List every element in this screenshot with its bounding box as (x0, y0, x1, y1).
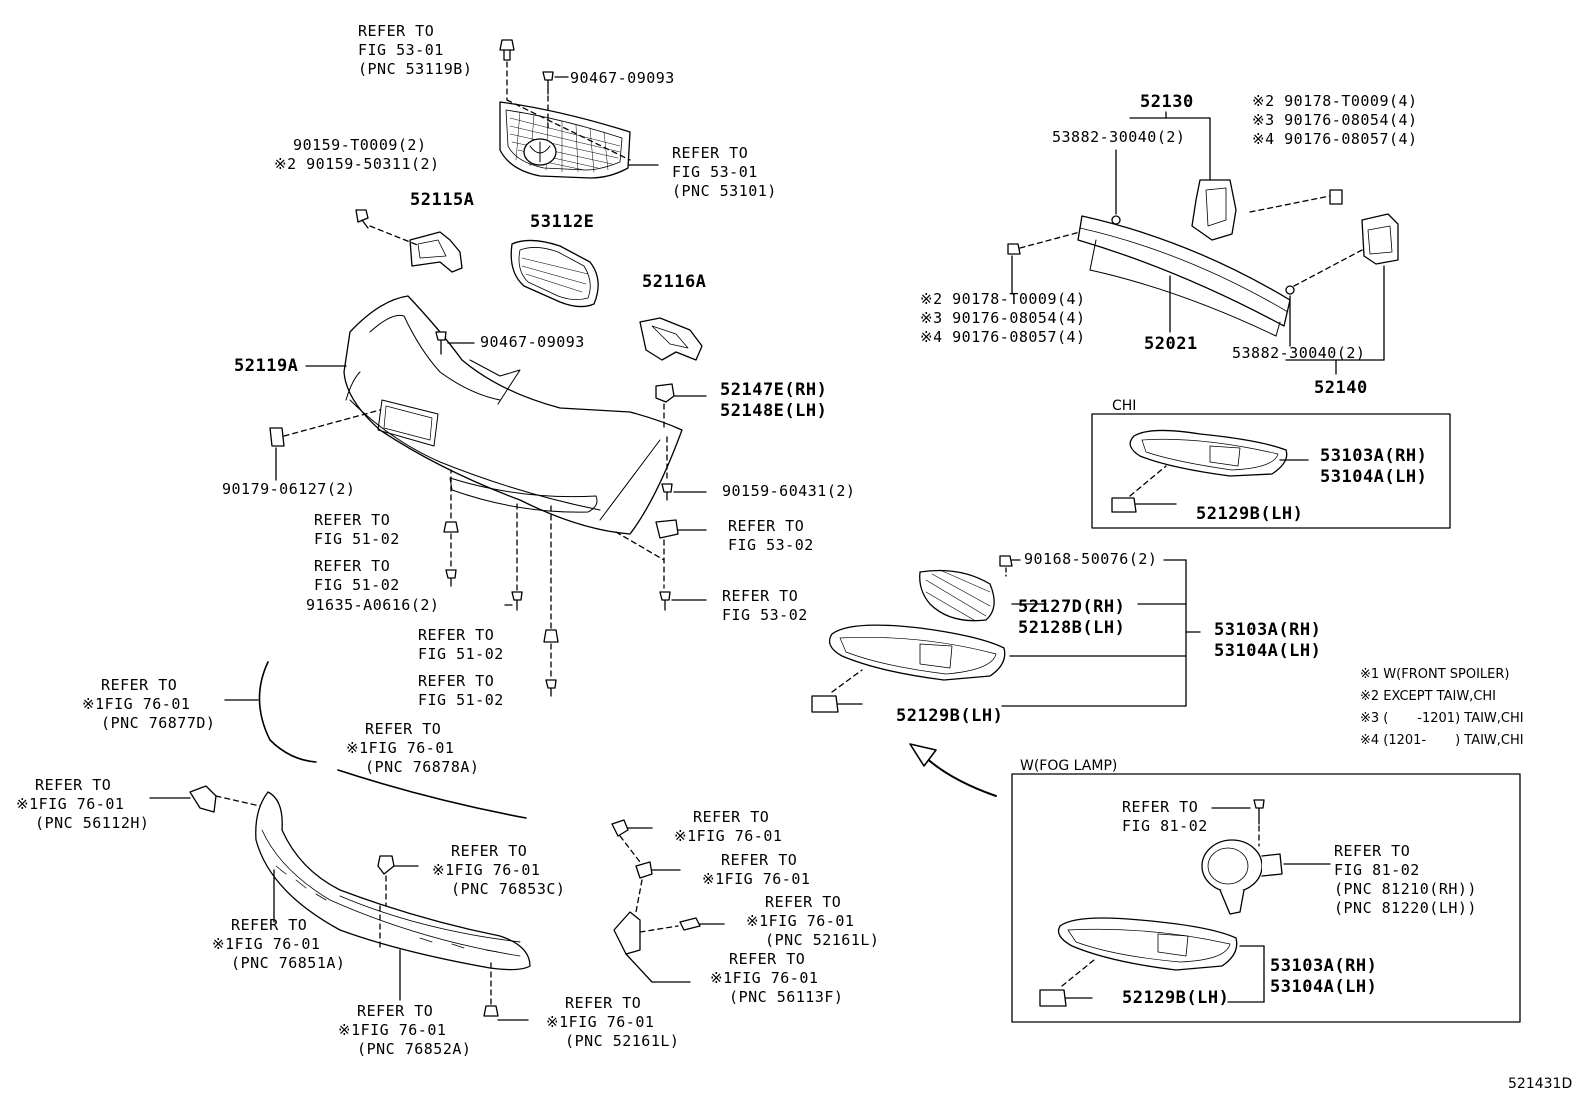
fog-lamp-unit (1201, 839, 1283, 915)
ref-label-51-02-d: REFER TO FIG 51-02 (418, 672, 504, 709)
part-label-notes-top: ※2 90178-T0009(4) ※3 90176-08054(4) ※4 9… (1252, 92, 1418, 148)
bumper-reinforcement-52021 (1077, 215, 1291, 337)
ref-label-51-02-a: REFER TO FIG 51-02 (314, 511, 400, 548)
ref-label-53-02-a: REFER TO FIG 53-02 (728, 517, 814, 554)
ref-label-56113f: REFER TO ※1FIG 76-01 (PNC 56113F) (710, 950, 844, 1006)
front-spoiler-76851a (255, 791, 531, 971)
fog-lamp-cover-mid (828, 624, 1006, 681)
front-bumper-cover-52119a (343, 295, 683, 535)
radiator-grille-illustration (499, 101, 631, 179)
part-label-90168: 90168-50076(2) (1024, 550, 1158, 568)
part-label-90467-mid: 90467-09093 (480, 333, 585, 351)
ref-label-52161l-a: REFER TO ※1FIG 76-01 (PNC 52161L) (546, 994, 680, 1050)
note-3: ※3 ( -1201) TAIW,CHI (1360, 711, 1524, 726)
part-label-52129b-fog: 52129B(LH) (1122, 988, 1230, 1008)
ref-label-76851a: REFER TO ※1FIG 76-01 (PNC 76851A) (212, 916, 346, 972)
fog-lamp-box-label: W(FOG LAMP) (1020, 758, 1118, 774)
fog-lamp-cover-chi (1129, 429, 1288, 477)
part-label-52129b-chi: 52129B(LH) (1196, 504, 1304, 524)
part-label-53103a-chi: 53103A(RH) 53104A(LH) (1320, 446, 1428, 487)
part-label-notes-left: ※2 90178-T0009(4) ※3 90176-08054(4) ※4 9… (920, 290, 1086, 346)
part-label-91635: 91635-A0616(2) (306, 596, 440, 614)
fog-lamp-grille-52127d (919, 569, 995, 622)
ref-label-53101: REFER TO FIG 53-01 (PNC 53101) (672, 144, 777, 200)
ref-label-76877d: REFER TO ※1FIG 76-01 (PNC 76877D) (82, 676, 216, 732)
part-label-52140: 52140 (1314, 378, 1368, 398)
ref-label-76-01-a: REFER TO ※1FIG 76-01 (674, 808, 783, 845)
part-label-52127d: 52127D(RH) 52128B(LH) (1018, 597, 1126, 638)
part-label-52147e: 52147E(RH) 52148E(LH) (720, 380, 828, 421)
part-label-52119a: 52119A (234, 356, 299, 376)
ref-label-76-01-b: REFER TO ※1FIG 76-01 (702, 851, 811, 888)
ref-label-76852a: REFER TO ※1FIG 76-01 (PNC 76852A) (338, 1002, 472, 1058)
part-label-53882-bot: 53882-30040(2) (1232, 344, 1366, 362)
part-label-90159-60431: 90159-60431(2) (722, 482, 856, 500)
note-4: ※4 (1201- ) TAIW,CHI (1360, 733, 1524, 748)
part-label-53112e: 53112E (530, 212, 595, 232)
part-label-52115a: 52115A (410, 190, 475, 210)
chi-box-label: CHI (1112, 398, 1137, 414)
part-label-52129b-mid: 52129B(LH) (896, 706, 1004, 726)
part-label-90179: 90179-06127(2) (222, 480, 356, 498)
part-label-52130: 52130 (1140, 92, 1194, 112)
note-1: ※1 W(FRONT SPOILER) (1360, 667, 1510, 682)
lower-grille-53112e (510, 239, 599, 308)
part-label-52116a: 52116A (642, 272, 707, 292)
ref-label-56112h: REFER TO ※1FIG 76-01 (PNC 56112H) (16, 776, 150, 832)
part-label-90159-pair: 90159-T0009(2) ※2 90159-50311(2) (274, 136, 440, 173)
part-label-90467-top: 90467-09093 (570, 69, 675, 87)
ref-label-81-02-a: REFER TO FIG 81-02 (1122, 798, 1208, 835)
ref-label-53-02-b: REFER TO FIG 53-02 (722, 587, 808, 624)
note-2: ※2 EXCEPT TAIW,CHI (1360, 689, 1497, 704)
ref-label-52161l-b: REFER TO ※1FIG 76-01 (PNC 52161L) (746, 893, 880, 949)
ref-label-53119b: REFER TO FIG 53-01 (PNC 53119B) (358, 22, 473, 78)
part-label-53882-top: 53882-30040(2) (1052, 128, 1186, 146)
part-label-52021: 52021 (1144, 334, 1198, 354)
part-label-53103a-mid: 53103A(RH) 53104A(LH) (1214, 620, 1322, 661)
ref-label-51-02-c: REFER TO FIG 51-02 (418, 626, 504, 663)
ref-label-76878a: REFER TO ※1FIG 76-01 (PNC 76878A) (346, 720, 480, 776)
ref-label-81-02-b: REFER TO FIG 81-02 (PNC 81210(RH)) (PNC … (1334, 842, 1477, 917)
ref-label-76853c: REFER TO ※1FIG 76-01 (PNC 76853C) (432, 842, 566, 898)
fog-lamp-cover-fog (1057, 917, 1238, 971)
part-label-53103a-fog: 53103A(RH) 53104A(LH) (1270, 956, 1378, 997)
ref-label-51-02-b: REFER TO FIG 51-02 (314, 557, 400, 594)
diagram-id: 521431D (1508, 1076, 1573, 1092)
